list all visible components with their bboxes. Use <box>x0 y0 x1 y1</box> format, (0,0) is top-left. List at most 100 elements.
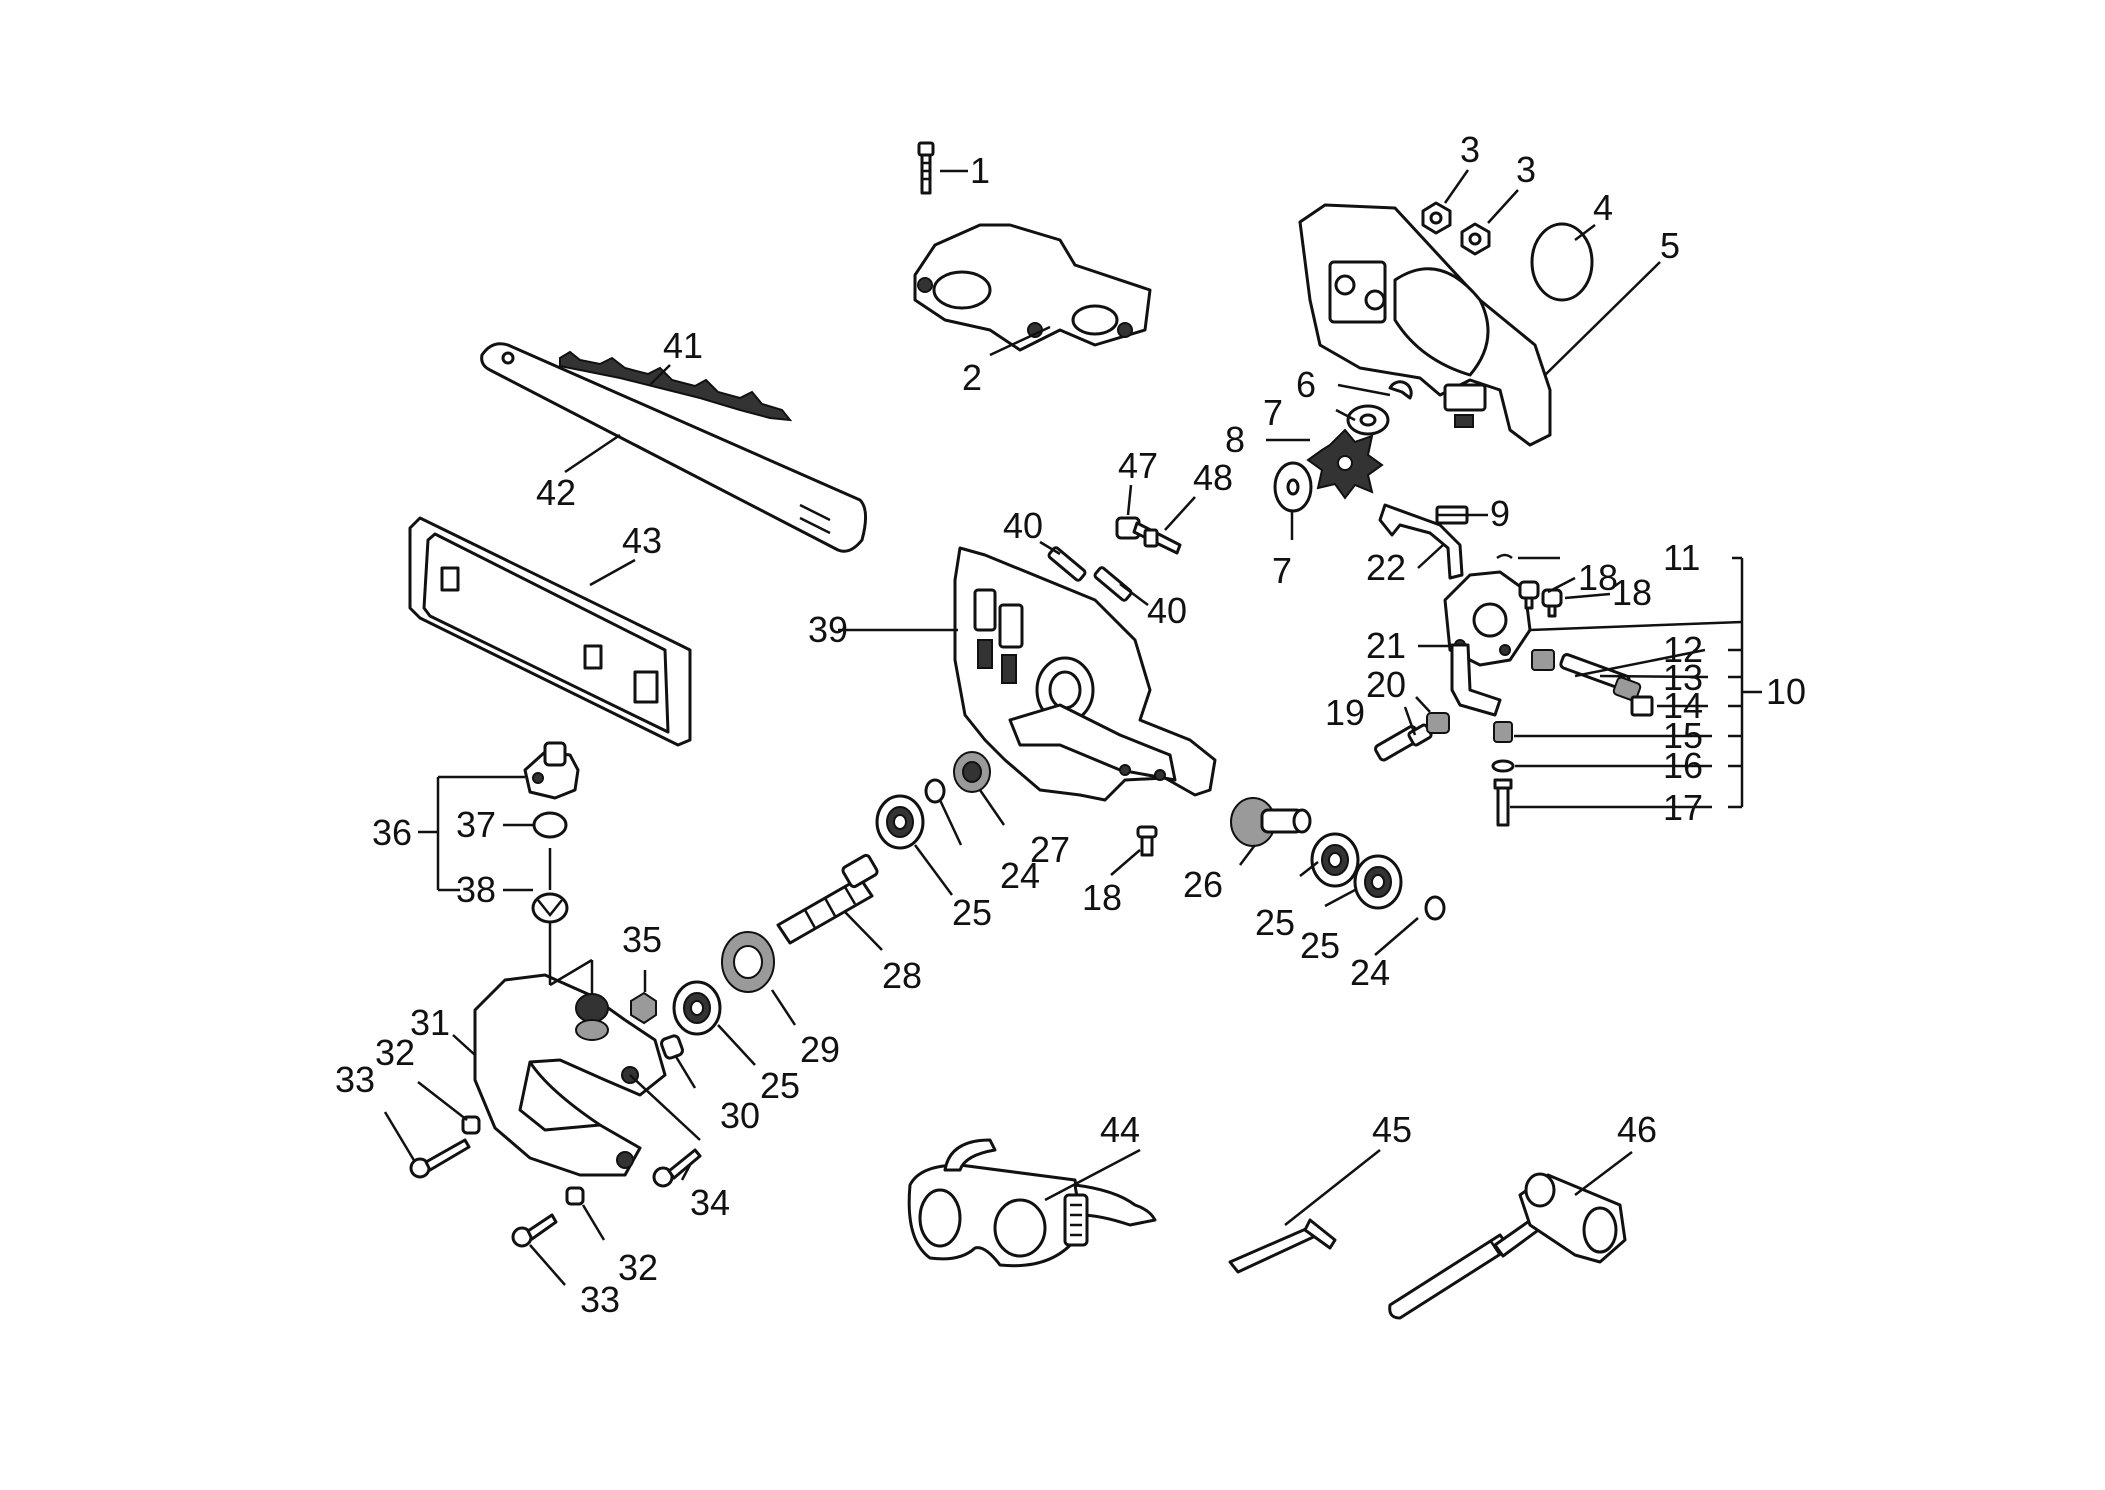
part-29-driven-gear <box>721 931 775 993</box>
part-24-circlip-b <box>1424 895 1446 921</box>
part-48-tensioner-screw <box>1132 521 1182 555</box>
part-20-spring <box>1426 712 1450 734</box>
callout-25a: 25 <box>952 892 992 933</box>
part-24-circlip-a <box>924 778 946 804</box>
callout-40b: 40 <box>1147 590 1187 631</box>
callout-7b: 7 <box>1272 550 1292 591</box>
callout-25b: 25 <box>1255 902 1295 943</box>
callout-29: 29 <box>800 1029 840 1070</box>
part-1-bolt <box>917 141 935 195</box>
callout-34: 34 <box>690 1182 730 1223</box>
part-18-screw-c <box>1136 825 1158 857</box>
part-45-hex-key <box>1228 1218 1337 1274</box>
callout-14: 14 <box>1663 685 1703 726</box>
callout-24b: 24 <box>1350 952 1390 993</box>
part-42-guide-bar <box>480 342 867 553</box>
part-32-spacer-b <box>565 1186 585 1206</box>
part-11-clip <box>1496 553 1513 560</box>
part-39-gear-housing <box>953 546 1217 802</box>
part-21-oil-tube <box>1450 643 1502 717</box>
part-5-sprocket-cover <box>1298 203 1552 447</box>
callout-38: 38 <box>456 869 496 910</box>
callout-48: 48 <box>1193 457 1233 498</box>
callout-10: 10 <box>1766 671 1806 712</box>
callout-21: 21 <box>1366 625 1406 666</box>
callout-39: 39 <box>808 609 848 650</box>
part-25-bearing-b <box>1310 832 1360 888</box>
callout-19: 19 <box>1325 692 1365 733</box>
callout-46: 46 <box>1617 1109 1657 1150</box>
part-31-oil-filler-neck <box>575 993 609 1041</box>
callout-8: 8 <box>1225 419 1245 460</box>
callout-45: 45 <box>1372 1109 1412 1150</box>
part-25-bearing-a <box>875 794 925 850</box>
part-34-screw <box>652 1148 702 1188</box>
callout-1: 1 <box>970 150 990 191</box>
part-31-front-handle <box>473 973 667 1177</box>
part-7-washer-a <box>1346 404 1390 436</box>
part-18-screw-b <box>1541 588 1563 618</box>
callout-33a: 33 <box>335 1059 375 1100</box>
callout-35: 35 <box>622 919 662 960</box>
part-17-pin <box>1493 778 1513 827</box>
part-8-sprocket <box>1306 428 1384 500</box>
callout-15: 15 <box>1663 715 1703 756</box>
callout-41: 41 <box>663 325 703 366</box>
callout-36: 36 <box>372 812 412 853</box>
part-46-combination-wrench <box>1388 1172 1627 1320</box>
part-30-bushing <box>660 1034 684 1060</box>
callout-9: 9 <box>1490 493 1510 534</box>
part-36-oil-cap <box>523 741 580 800</box>
callout-28: 28 <box>882 955 922 996</box>
part-26-pinion-shaft <box>1230 797 1312 847</box>
callout-7a: 7 <box>1263 392 1283 433</box>
callout-43: 43 <box>622 520 662 561</box>
part-25-bearing-c <box>1353 854 1403 910</box>
part-27-worm-gear <box>953 751 991 793</box>
callout-25c: 25 <box>1300 925 1340 966</box>
callout-5: 5 <box>1660 225 1680 266</box>
part-32-spacer-a <box>461 1115 481 1135</box>
part-35-nut <box>630 991 657 1025</box>
callout-31: 31 <box>410 1002 450 1043</box>
part-15-adjuster <box>1493 721 1513 743</box>
part-16-washer <box>1491 759 1515 773</box>
part-4-label-disc <box>1530 222 1594 302</box>
part-7-washer-b <box>1273 461 1313 513</box>
callout-24a: 24 <box>1000 855 1040 896</box>
callout-3b: 3 <box>1516 149 1536 190</box>
part-41-saw-chain <box>559 350 793 422</box>
callout-12: 12 <box>1663 629 1703 670</box>
leader-lines <box>383 169 1762 1286</box>
part-3-nut-a <box>1421 201 1452 235</box>
callout-30: 30 <box>720 1095 760 1136</box>
part-3-nut-b <box>1460 222 1491 256</box>
part-33-screw-b <box>511 1213 558 1248</box>
callout-32a: 32 <box>375 1032 415 1073</box>
callout-32b: 32 <box>618 1247 658 1288</box>
callout-17: 17 <box>1663 787 1703 828</box>
part-19-fitting <box>1374 723 1433 762</box>
part-12-spring <box>1531 649 1555 671</box>
part-43-bar-scabbard <box>408 516 692 747</box>
part-37-gasket <box>532 811 568 839</box>
callout-40a: 40 <box>1003 505 1043 546</box>
callout-42: 42 <box>536 472 576 513</box>
callout-18a: 18 <box>1578 557 1618 598</box>
callout-3a: 3 <box>1460 129 1480 170</box>
part-25-bearing-d <box>672 980 722 1036</box>
callout-22: 22 <box>1366 547 1406 588</box>
callout-16: 16 <box>1663 745 1703 786</box>
part-2-clamp-housing <box>913 223 1152 352</box>
part-9-key <box>1435 505 1469 525</box>
callout-20: 20 <box>1366 664 1406 705</box>
callout-18b: 18 <box>1612 572 1652 613</box>
callout-27: 27 <box>1030 829 1070 870</box>
callout-44: 44 <box>1100 1109 1140 1150</box>
part-40-pin-b <box>1093 566 1133 602</box>
part-28-output-shaft <box>776 853 879 945</box>
callout-33b: 33 <box>580 1279 620 1320</box>
part-33-screw-a <box>409 1138 471 1179</box>
callout-6: 6 <box>1296 364 1316 405</box>
